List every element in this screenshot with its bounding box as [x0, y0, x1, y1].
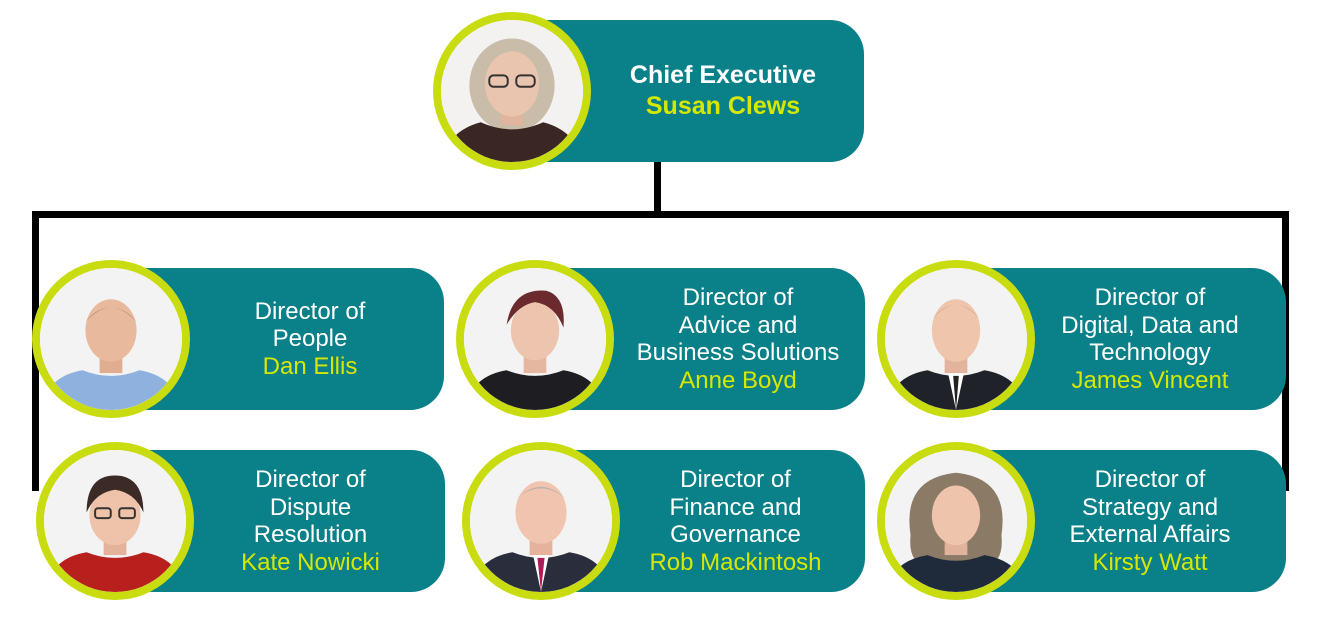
director-photo-digital — [877, 260, 1035, 418]
director-text: Director of Advice and Business Solution… — [611, 268, 865, 410]
ceo-title: Chief Executive — [629, 61, 817, 89]
director-title-line: Director of — [255, 466, 366, 493]
director-name: Dan Ellis — [262, 352, 358, 380]
director-name: Anne Boyd — [679, 366, 797, 394]
director-text: Director of People Dan Ellis — [181, 268, 439, 410]
director-title-line: Technology — [1089, 339, 1211, 366]
director-title-line: Governance — [670, 521, 801, 548]
director-text: Director of Digital, Data and Technology… — [1022, 268, 1278, 410]
director-text: Director of Strategy and External Affair… — [1022, 450, 1278, 592]
director-photo-dispute — [36, 442, 194, 600]
director-title-line: Director of — [254, 297, 366, 325]
director-title-line: Dispute — [269, 493, 352, 521]
director-title-line: Resolution — [253, 521, 368, 548]
director-name: Kirsty Watt — [1092, 548, 1208, 576]
director-title-line: Director of — [680, 466, 791, 493]
director-text: Director of Finance and Governance Rob M… — [606, 450, 865, 592]
ceo-photo — [433, 12, 591, 170]
director-title-line: Strategy and — [1081, 493, 1219, 521]
director-text: Director of Dispute Resolution Kate Nowi… — [181, 450, 440, 592]
director-name: Rob Mackintosh — [649, 548, 822, 576]
connector-ceo-vertical — [654, 160, 661, 216]
director-title-line: Director of — [1094, 284, 1206, 311]
director-title-line: Director of — [1094, 466, 1206, 493]
director-name: Kate Nowicki — [241, 548, 380, 576]
ceo-name: Susan Clews — [645, 92, 801, 120]
director-photo-people — [32, 260, 190, 418]
director-title-line: Director of — [682, 284, 794, 311]
director-photo-finance — [462, 442, 620, 600]
director-photo-strategy — [877, 442, 1035, 600]
director-title-line: Advice and — [678, 311, 798, 339]
director-title-line: People — [272, 325, 348, 353]
connector-horizontal-bar — [32, 211, 1289, 218]
director-title-line: Digital, Data and — [1061, 311, 1239, 339]
director-card-advice: Director of Advice and Business Solution… — [531, 268, 865, 410]
director-name: James Vincent — [1071, 366, 1229, 394]
director-title-line: Business Solutions — [636, 339, 840, 366]
director-photo-advice — [456, 260, 614, 418]
ceo-text: Chief Executive Susan Clews — [588, 20, 858, 162]
director-title-line: External Affairs — [1069, 521, 1231, 548]
director-title-line: Finance and — [669, 493, 802, 521]
